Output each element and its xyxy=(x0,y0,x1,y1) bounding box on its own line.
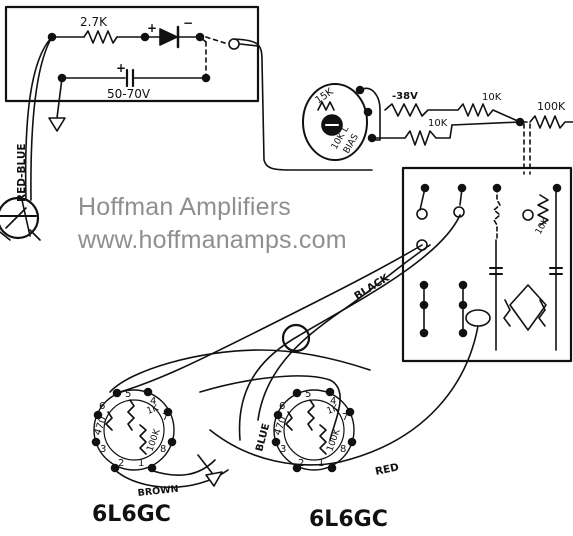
resistor-10k-b-label: 10K xyxy=(482,92,502,103)
tube1-label: 6L6GC xyxy=(92,502,171,527)
red-blue-wire xyxy=(24,36,53,201)
tube-socket-1: 5 4 6 3 2 1 8 7 470 1K 100K 6L6GC xyxy=(91,387,177,527)
power-transformer-tap xyxy=(0,196,41,241)
resistor-10k-a xyxy=(371,124,453,146)
tube2-pin-3: 3 xyxy=(280,444,286,455)
watermark-url: www.hoffmanamps.com xyxy=(78,226,347,254)
red-wire xyxy=(209,325,479,466)
tube2-pin-8: 8 xyxy=(340,444,346,455)
tube1-pin-1: 1 xyxy=(138,458,144,469)
tube2-pin-7: 7 xyxy=(342,412,348,423)
capacitor-value-label: 50-70V xyxy=(107,87,151,101)
terminal-board-outline xyxy=(401,166,573,363)
brown-wire-label: BROWN xyxy=(137,484,179,499)
black-wire-label: BLACK xyxy=(352,271,392,302)
tube2-pin-1: 1 xyxy=(318,458,324,469)
tube1-pin-4: 4 xyxy=(150,396,156,407)
ground-icon xyxy=(48,117,66,132)
blue-wire-label: BLUE xyxy=(254,422,272,453)
tube1-pin-6: 6 xyxy=(99,401,105,412)
pot-value-label: 15K xyxy=(313,86,335,106)
bias-pot-assembly: 15K 10K L BIAS xyxy=(302,83,377,161)
tube1-pin-2: 2 xyxy=(118,458,124,469)
bias-voltage-label: -38V xyxy=(392,91,418,102)
board-eyelet xyxy=(228,38,240,50)
red-wire-label: RED xyxy=(374,461,400,478)
resistor-10k-board-label: 10K xyxy=(534,216,552,237)
brown-wire xyxy=(149,459,216,476)
resistor-2-7k-label: 2.7K xyxy=(80,15,108,29)
resistor-38v xyxy=(384,103,449,117)
bias-supply-board: 2.7K + − + 50-70V xyxy=(4,5,260,132)
tube1-pin-7: 7 xyxy=(162,412,168,423)
tube2-pin-2: 2 xyxy=(298,458,304,469)
tube2-pin-5: 5 xyxy=(305,389,311,400)
tube2-pin-4: 4 xyxy=(330,396,336,407)
resistor-100k-label: 100K xyxy=(537,100,566,113)
watermark-name: Hoffman Amplifiers xyxy=(78,193,291,221)
tube2-r-top: 1K xyxy=(326,403,341,417)
bias-lead-wire xyxy=(233,38,373,171)
diode-plus-label: + xyxy=(147,21,157,35)
tube1-pin-5: 5 xyxy=(125,389,131,400)
red-blue-wire-2 xyxy=(30,36,53,201)
ground-icon xyxy=(205,471,223,487)
black-wire xyxy=(119,244,423,393)
tube1-pin-3: 3 xyxy=(100,444,106,455)
resistor-10k-a-label: 10K xyxy=(428,118,448,129)
terminal-board: 10K xyxy=(401,166,573,363)
tube-socket-2: 5 4 6 3 2 1 8 7 470 1K 100K 6L6GC xyxy=(271,387,388,532)
tube2-label: 6L6GC xyxy=(309,507,388,532)
diode xyxy=(144,25,201,49)
tube1-pin-8: 8 xyxy=(160,444,166,455)
red-blue-wire-label: RED-BLUE xyxy=(16,143,28,202)
tube1-r-top: 1K xyxy=(146,403,161,417)
wire-grommet xyxy=(281,323,311,353)
board-outline xyxy=(4,5,260,103)
tube2-pin-6: 6 xyxy=(279,401,285,412)
resistor-10k-b xyxy=(447,103,521,123)
capacitor-plus-label: + xyxy=(116,61,126,75)
resistor-2-7k xyxy=(83,30,118,44)
blue-wire xyxy=(238,214,461,441)
bias-resistor-network: -38V 10K 10K 100K xyxy=(359,87,573,175)
resistor-100k xyxy=(529,115,573,129)
diode-minus-label: − xyxy=(183,16,193,30)
